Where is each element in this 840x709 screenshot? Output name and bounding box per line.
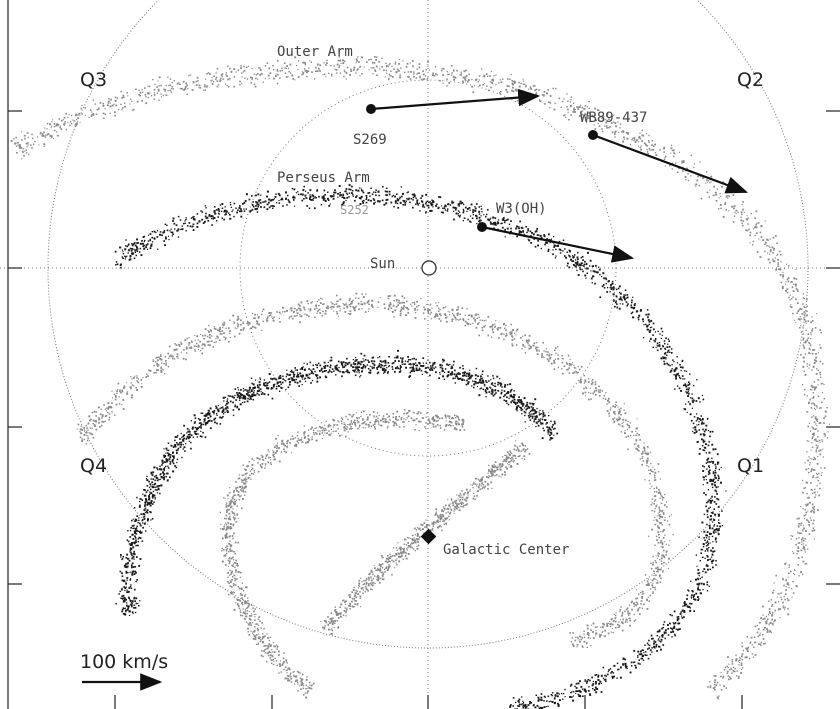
- scutum-arm: [219, 409, 466, 699]
- w3oh-vector: [481, 225, 635, 263]
- wb89-marker: [588, 130, 598, 140]
- perseus-arm: [114, 184, 727, 709]
- sagittarius-arm: [115, 349, 559, 616]
- s269-vector: [370, 88, 541, 111]
- wb89-vector: [592, 133, 749, 194]
- s269-label: S269: [353, 132, 387, 148]
- outer-arm-label: Outer Arm: [277, 44, 353, 60]
- sun-symbol: [421, 260, 437, 276]
- w3oh-marker: [477, 222, 487, 232]
- q2-label: Q2: [737, 69, 764, 91]
- w3oh-label: W3(OH): [496, 201, 547, 217]
- frame: [7, 0, 840, 709]
- bar: [320, 440, 531, 635]
- scale-label: 100 km/s: [80, 651, 168, 673]
- galactic-center-label: Galactic Center: [443, 542, 569, 558]
- q1-label: Q1: [737, 455, 764, 477]
- s252-label: S252: [340, 203, 369, 217]
- velocity-vectors: [370, 88, 749, 263]
- wb89-label: WB89-437: [580, 110, 647, 126]
- spiral-arms: [10, 56, 831, 709]
- perseus-arm-label: Perseus Arm: [277, 170, 370, 186]
- local-arm: [76, 292, 674, 648]
- sun-label: Sun: [370, 256, 395, 272]
- q4-label: Q4: [80, 455, 107, 477]
- outer-arm: [10, 56, 831, 700]
- s269-marker: [366, 104, 376, 114]
- q3-label: Q3: [80, 69, 107, 91]
